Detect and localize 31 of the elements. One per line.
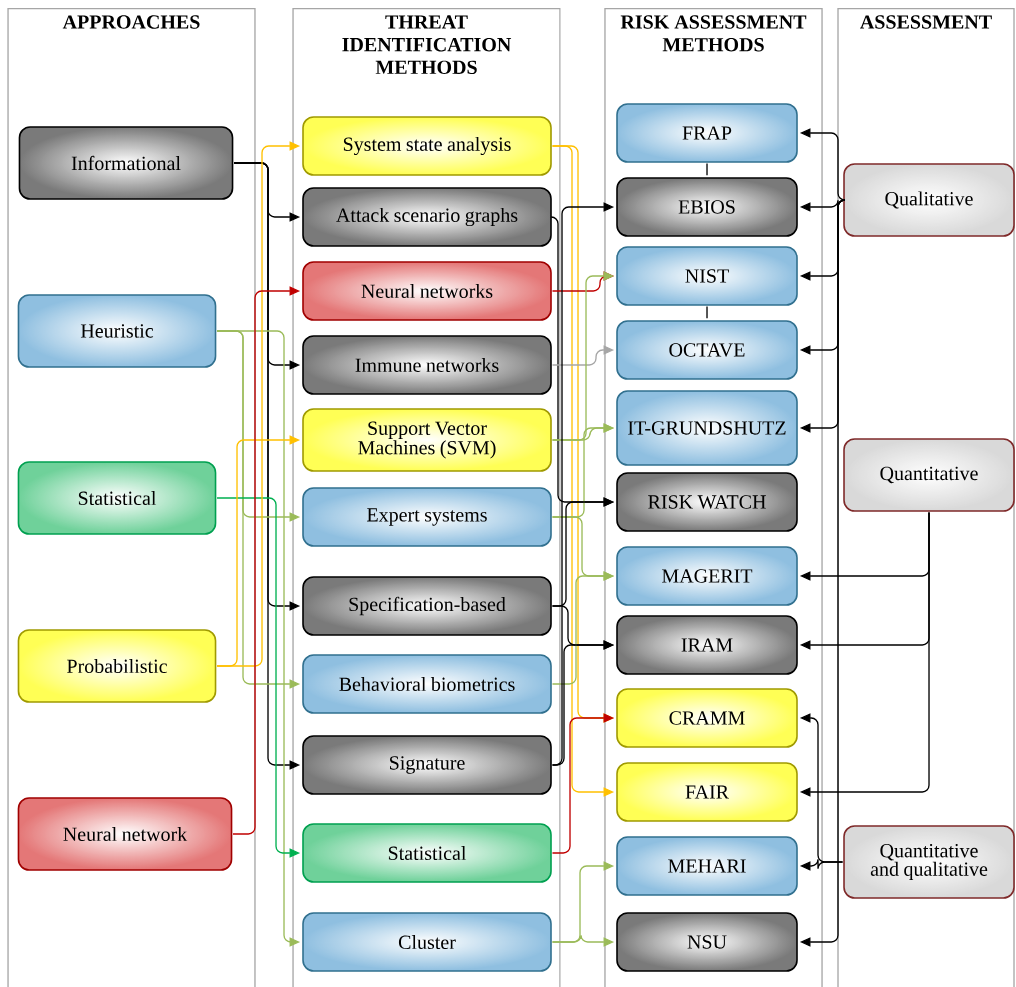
method-box: Specification-based [302, 576, 552, 636]
method-box: FRAP [616, 103, 798, 163]
method-box: NSU [616, 912, 798, 972]
assessment-box: Quantitative [843, 438, 1015, 512]
method-box: MAGERIT [616, 546, 798, 606]
method-box: IRAM [616, 615, 798, 675]
assessment-box: Qualitative [843, 163, 1015, 237]
method-box: NIST [616, 246, 798, 306]
method-box: Immune networks [302, 335, 552, 395]
method-box: FAIR [616, 762, 798, 822]
method-box: Probabilistic [17, 629, 217, 703]
method-box: OCTAVE [616, 320, 798, 380]
method-box: Signature [302, 735, 552, 795]
method-box: IT-GRUNDSHUTZ [616, 390, 798, 466]
method-box: Expert systems [302, 487, 552, 547]
method-box: Behavioral biometrics [302, 654, 552, 714]
method-box: Informational [18, 126, 234, 200]
method-box: Heuristic [17, 294, 217, 368]
method-box: Neural networks [302, 261, 552, 321]
method-box: System state analysis [302, 116, 552, 176]
method-box: Support Vector Machines (SVM) [302, 408, 552, 472]
assessment-box: Quantitative and qualitative [843, 825, 1015, 899]
method-box: CRAMM [616, 688, 798, 748]
method-box: Neural network [17, 797, 233, 871]
method-box: MEHARI [616, 836, 798, 896]
method-box: Attack scenario graphs [302, 187, 552, 247]
method-box: RISK WATCH [616, 472, 798, 532]
method-box: Statistical [17, 461, 217, 535]
method-box: Statistical [302, 823, 552, 883]
method-box: Cluster [302, 912, 552, 972]
method-box: EBIOS [616, 177, 798, 237]
